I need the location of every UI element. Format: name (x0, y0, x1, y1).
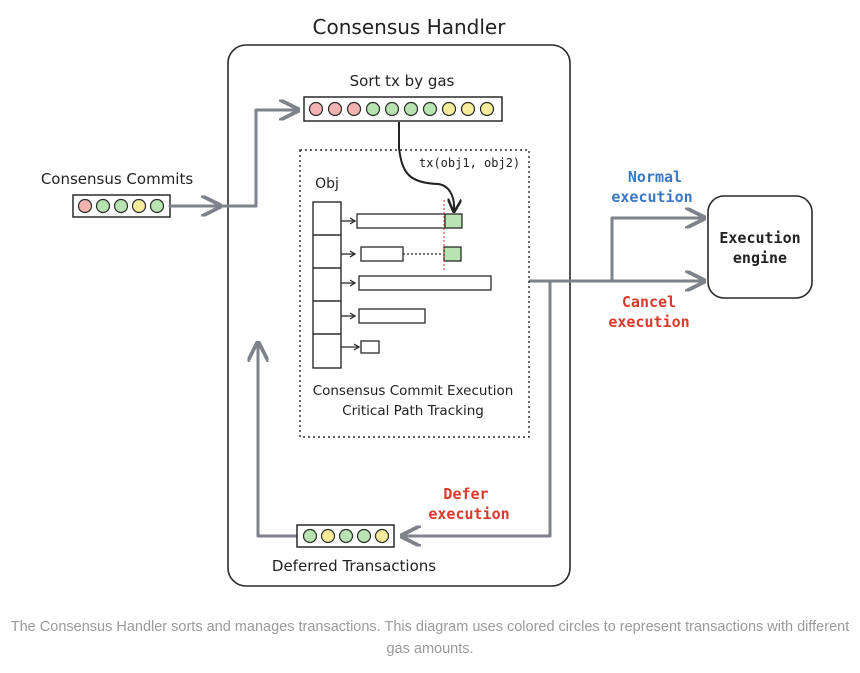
sort-label: Sort tx by gas (350, 72, 455, 90)
cancel-execution-label-1: Cancel (622, 293, 676, 311)
consensus-handler-diagram: Consensus Handler Sort tx by gas Consens… (41, 15, 813, 587)
transaction-circle-yellow (479, 101, 495, 117)
tx-route-arrow (398, 122, 454, 210)
diagram-caption: The Consensus Handler sorts and manages … (10, 619, 850, 657)
transaction-circle-red (346, 101, 362, 117)
tracking-label-line2: Critical Path Tracking (342, 403, 484, 419)
defer-execution-label-1: Defer (443, 485, 488, 503)
transaction-circle-green (365, 101, 381, 117)
transaction-circle-yellow (460, 101, 476, 117)
transaction-circle-green (384, 101, 400, 117)
sorted-queue-circles (308, 101, 495, 117)
tracking-label-line1: Consensus Commit Execution (313, 383, 514, 399)
critical-path-tracking-box (299, 149, 530, 438)
cancel-execution-label-2: execution (608, 313, 689, 331)
transaction-circle-green (422, 101, 438, 117)
transaction-circle-yellow (441, 101, 457, 117)
transaction-circle-yellow (131, 198, 147, 214)
transaction-circle-red (77, 198, 93, 214)
execution-engine-box (707, 195, 813, 299)
transaction-circle-green (403, 101, 419, 117)
deferred-label: Deferred Transactions (272, 557, 436, 575)
execution-engine-label-1: Execution (719, 229, 800, 247)
commit-queue-circles (77, 198, 165, 214)
transaction-circle-red (308, 101, 324, 117)
transaction-circle-yellow (374, 528, 390, 544)
transaction-circle-red (327, 101, 343, 117)
defer-exec-arrow (404, 279, 552, 536)
transaction-circle-green (302, 528, 318, 544)
normal-execution-label-2: execution (611, 188, 692, 206)
deferred-queue-circles (302, 528, 390, 544)
defer-execution-label-2: execution (428, 505, 509, 523)
transaction-circle-green (149, 198, 165, 214)
deferred-to-spine-arrow (258, 345, 298, 538)
flow-arrows (168, 110, 702, 538)
obj-bars (341, 213, 492, 354)
handler-title: Consensus Handler (313, 15, 507, 39)
transaction-circle-green (113, 198, 129, 214)
spine-to-sort-arrow (254, 110, 296, 208)
normal-exec-arrow (610, 218, 702, 283)
consensus-handler-box (227, 44, 571, 587)
execution-engine-label-2: engine (733, 249, 787, 267)
obj-column (312, 201, 342, 369)
transaction-circle-yellow (320, 528, 336, 544)
transaction-circle-green (356, 528, 372, 544)
normal-execution-label-1: Normal (628, 168, 682, 186)
obj-label: Obj (315, 176, 339, 192)
commits-label: Consensus Commits (41, 170, 194, 188)
tx-object-1-cell (444, 213, 463, 229)
tx-call-label: tx(obj1, obj2) (419, 156, 520, 170)
tx-object-2-cell (443, 246, 462, 262)
transaction-circle-green (95, 198, 111, 214)
transaction-circle-green (338, 528, 354, 544)
